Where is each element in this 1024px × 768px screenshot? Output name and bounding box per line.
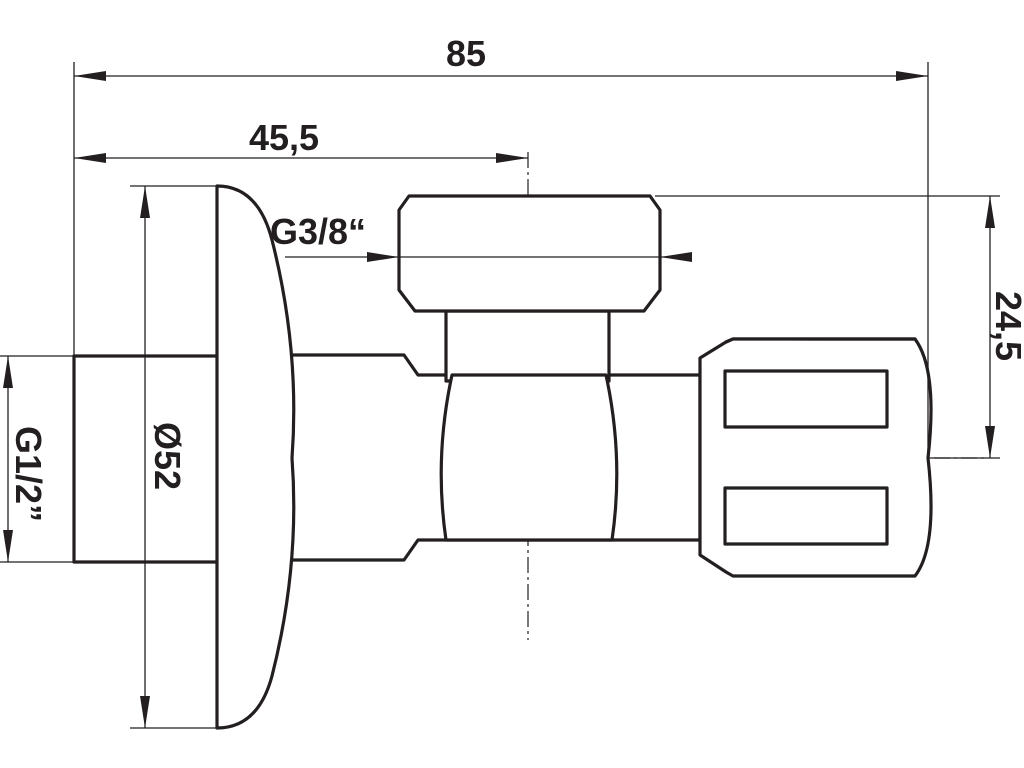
outlet-neck	[444, 309, 611, 383]
handwheel-slot-bottom	[723, 486, 889, 546]
dimension-label-24-5: 24,5	[988, 291, 1024, 361]
arrowhead-bottom	[140, 696, 150, 728]
dimension-axis-offset: 45,5	[74, 117, 528, 163]
dimension-overall-length: 85	[74, 33, 928, 81]
handwheel-slot-top	[723, 369, 889, 429]
dimension-label-45-5: 45,5	[249, 117, 319, 158]
valve-body	[72, 184, 933, 730]
dimension-label-85: 85	[446, 33, 486, 74]
arrowhead-right	[367, 252, 399, 262]
outlet-nut	[397, 194, 662, 313]
dimension-label-d52: Ø52	[147, 422, 188, 490]
dimension-outlet-height: 24,5	[985, 196, 1024, 458]
arrowhead-left	[74, 153, 106, 163]
arrowhead-top	[3, 356, 13, 388]
arrowhead-right	[896, 71, 928, 81]
dimension-outlet-thread: G3/8“	[270, 211, 692, 262]
arrowhead-right	[496, 153, 528, 163]
arrowhead-left	[74, 71, 106, 81]
valve-bulge	[439, 373, 619, 542]
arrowhead-left	[660, 252, 692, 262]
dimension-flange-diameter: Ø52	[140, 186, 188, 728]
dimension-label-g1-2: G1/2”	[8, 426, 49, 522]
handwheel-rim-top	[724, 337, 917, 344]
flange-rosette	[215, 184, 296, 730]
arrowhead-top	[985, 196, 995, 228]
arrowhead-bottom	[985, 426, 995, 458]
dimension-inlet-thread: G1/2”	[3, 356, 49, 562]
arrowhead-top	[140, 186, 150, 218]
arrowhead-bottom	[3, 530, 13, 562]
inlet-shank	[72, 354, 222, 564]
dimension-label-g3-8: G3/8“	[270, 211, 366, 252]
